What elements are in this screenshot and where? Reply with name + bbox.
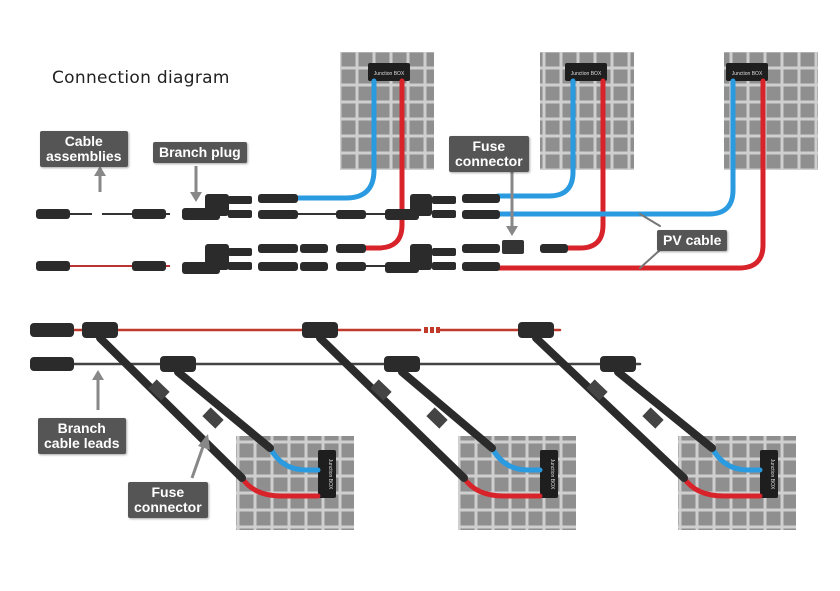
junction-box-top-3: Junction BOX: [726, 63, 768, 81]
top-cables: [293, 78, 766, 271]
connector-pairs-2: [462, 194, 568, 271]
branch-plug-4: [385, 244, 456, 273]
trunk-cables: [30, 323, 642, 371]
solar-panel-bottom-3: [678, 436, 796, 530]
label-fuse-connector-top: Fuse connector: [449, 136, 529, 172]
branch-plug-1: [182, 194, 252, 220]
positive-cable-panel-1: [359, 78, 405, 251]
positive-cable-panel-3: [493, 78, 766, 271]
label-branch-plug: Branch plug: [153, 142, 247, 163]
connectors-top: [36, 194, 568, 274]
solar-panel-bottom-2: [458, 436, 576, 530]
junction-box-bottom-3: Junction BOX: [760, 450, 778, 498]
svg-text:Junction BOX: Junction BOX: [374, 71, 405, 77]
svg-text:Junction BOX: Junction BOX: [732, 71, 763, 77]
label-fuse-connector-bottom: Fuse connector: [128, 482, 208, 518]
branch-leads: [96, 334, 716, 482]
label-cable-assemblies: Cable assemblies: [40, 131, 128, 167]
branch-plug-2: [182, 244, 252, 274]
junction-box-top-1: Junction BOX: [368, 63, 410, 81]
branch-t-connectors: [82, 322, 636, 372]
connector-pairs-1: [258, 194, 388, 271]
cable-assembly-1: [36, 209, 170, 219]
cable-assembly-2: [36, 261, 170, 271]
label-branch-cable-leads: Branch cable leads: [38, 418, 126, 454]
svg-text:Junction BOX: Junction BOX: [769, 459, 775, 490]
label-pv-cable: PV cable: [657, 230, 728, 251]
junction-box-top-2: Junction BOX: [565, 63, 607, 81]
svg-text:Junction BOX: Junction BOX: [549, 459, 555, 490]
svg-text:Junction BOX: Junction BOX: [571, 71, 602, 77]
svg-text:Junction BOX: Junction BOX: [327, 459, 333, 490]
negative-cable-panel-1: [293, 78, 377, 201]
diagram-title: Connection diagram: [52, 68, 230, 88]
negative-cable-panel-2: [495, 78, 576, 199]
bottom-arrows: [92, 370, 210, 479]
branch-plug-3: [385, 194, 456, 220]
junction-box-bottom-2: Junction BOX: [540, 450, 558, 498]
positive-cable-panel-2: [563, 78, 606, 251]
bottom-panel-cables: [239, 445, 763, 499]
solar-panel-bottom-1: [236, 436, 354, 530]
top-arrows: [94, 166, 518, 236]
negative-cable-panel-3: [493, 78, 736, 217]
junction-box-bottom-1: Junction BOX: [318, 450, 336, 498]
